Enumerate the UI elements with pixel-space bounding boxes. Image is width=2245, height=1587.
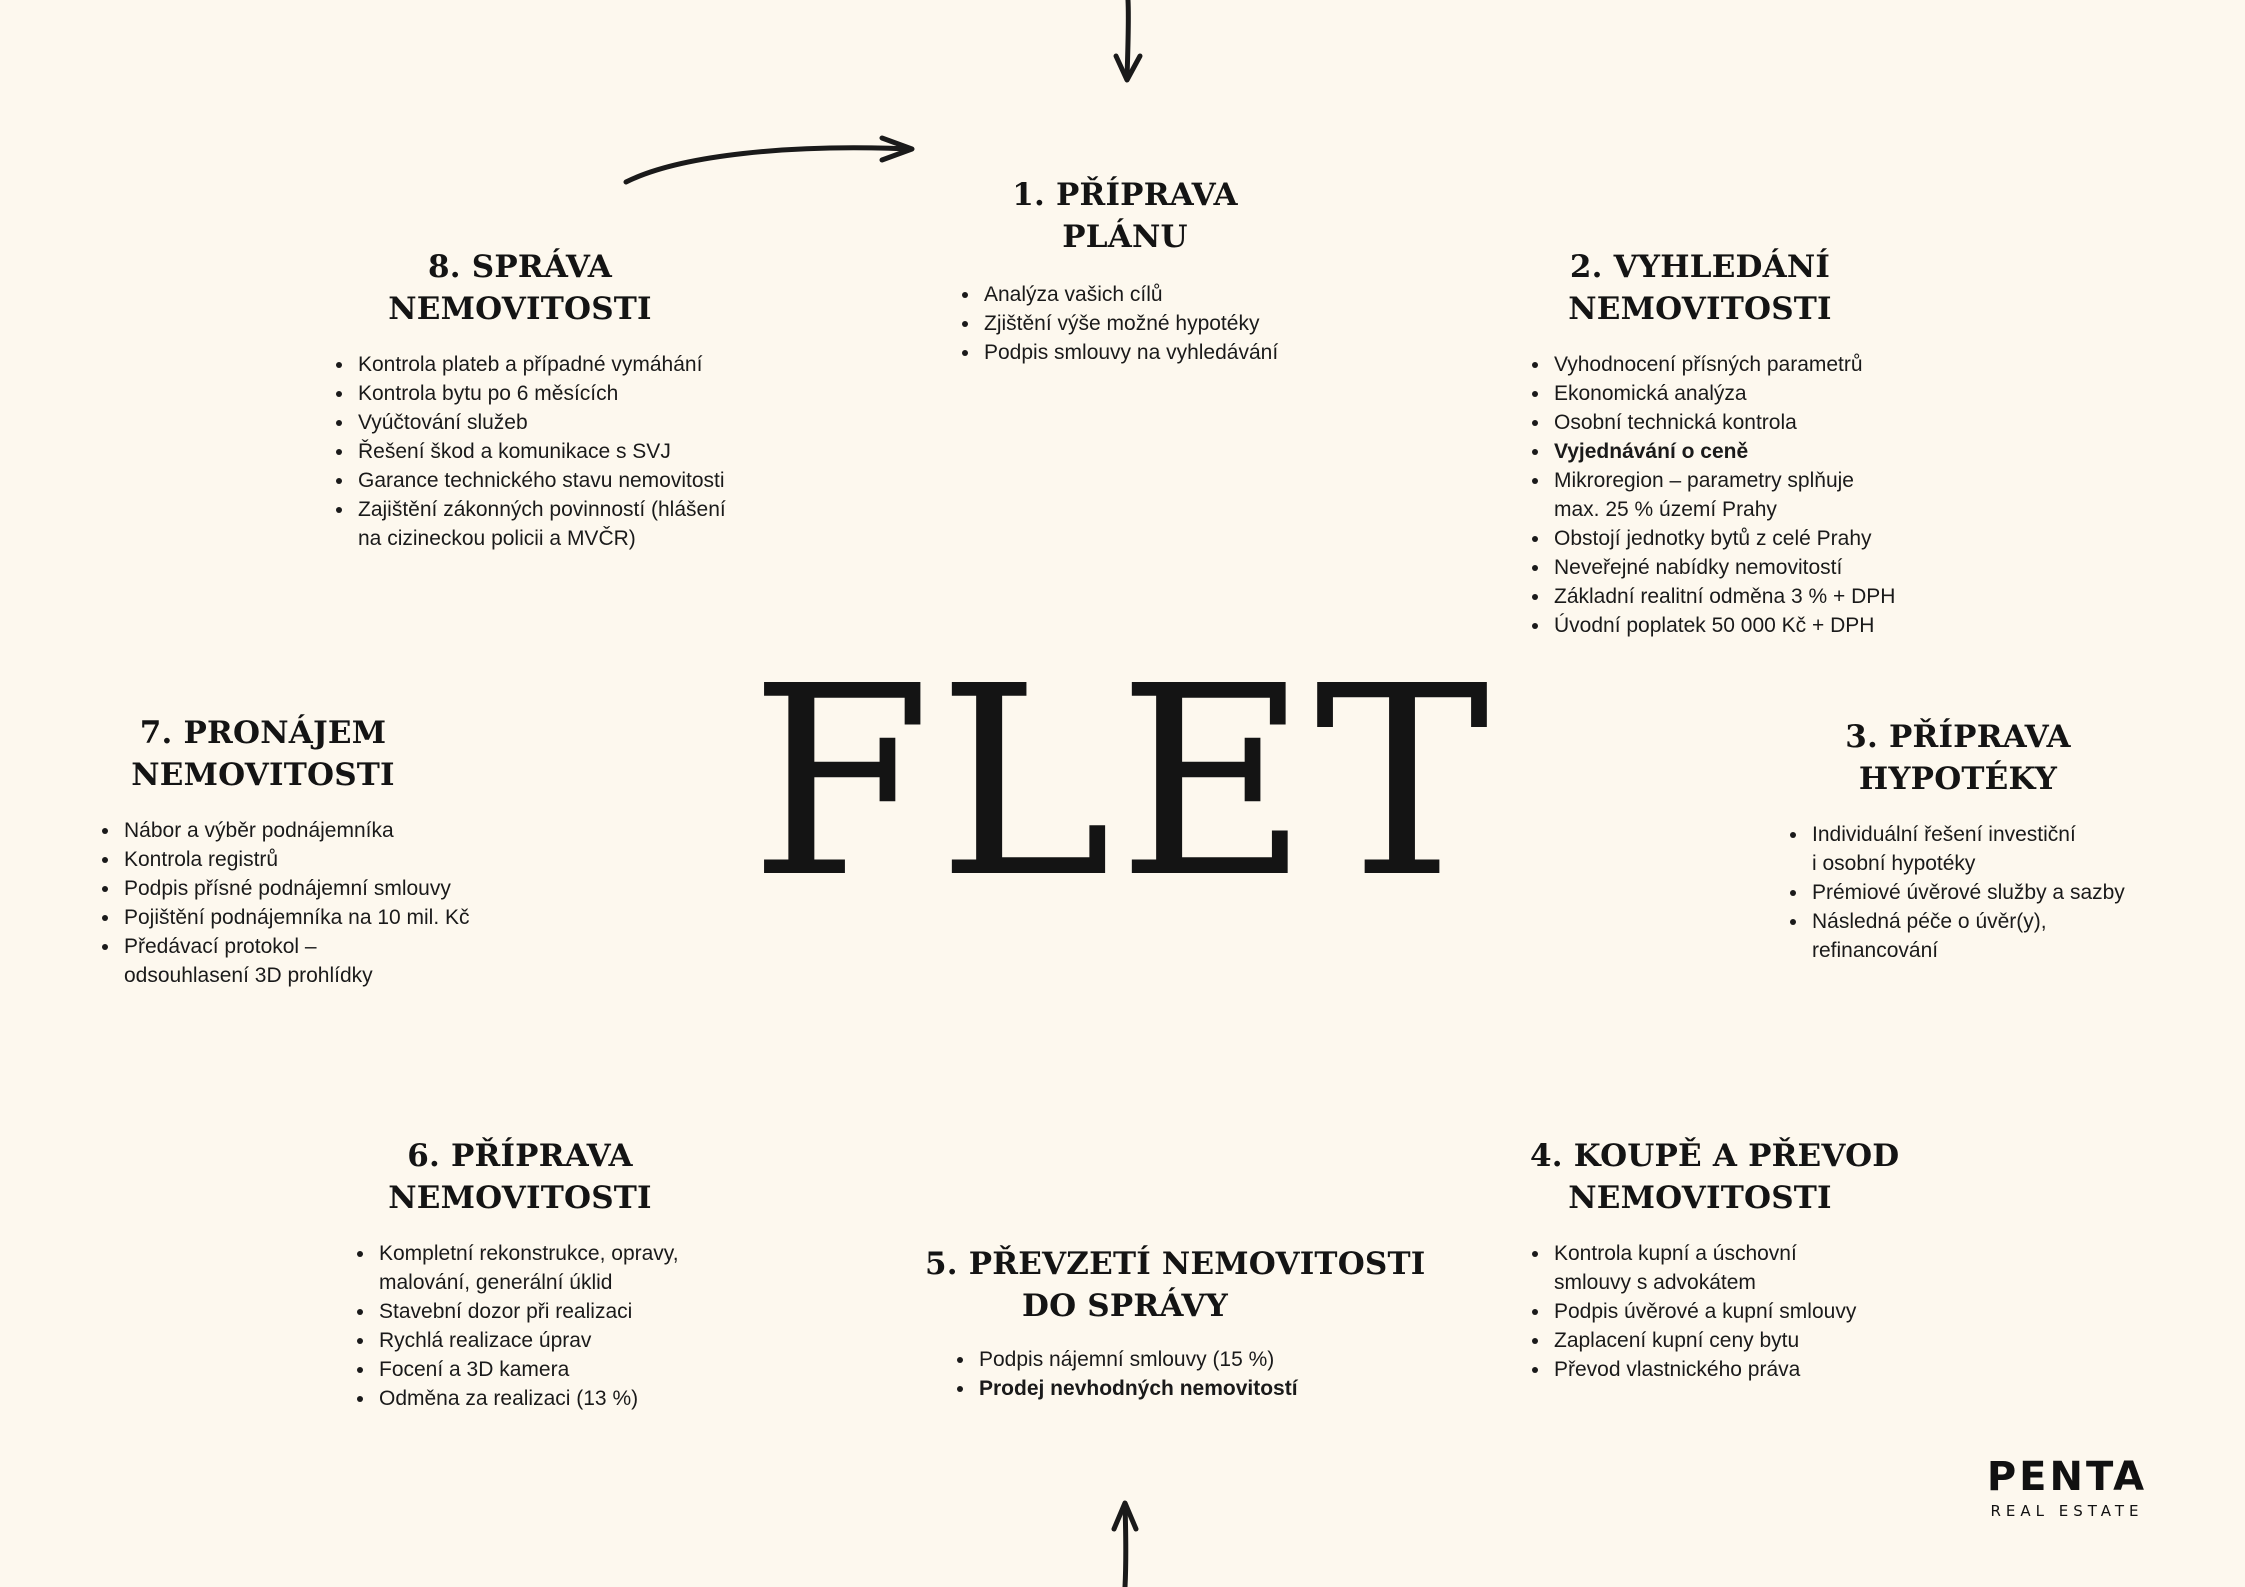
list-item: odsouhlasení 3D prohlídky [124,964,373,987]
list-item: Obstojí jednotky bytů z celé Prahy [1530,524,1895,553]
list-item: Focení a 3D kamera [355,1355,690,1384]
logo-subtitle: REAL ESTATE [1990,1502,2144,1520]
list-item: Zaplacení kupní ceny bytu [1530,1326,1870,1355]
penta-logo: PENTA REAL ESTATE [1967,1457,2167,1521]
list-item: Pojištění podnájemníka na 10 mil. Kč [100,903,470,932]
step-2-property-search: 2. VYHLEDÁNÍ NEMOVITOSTI Vyhodnocení pří… [1530,246,1895,640]
list-item: Převod vlastnického práva [1530,1355,1870,1384]
step-2-title: 2. VYHLEDÁNÍ NEMOVITOSTI [1568,249,1832,327]
list-item: Odměna za realizaci (13 %) [355,1384,690,1413]
list-item: Ekonomická analýza [1530,379,1895,408]
list-item: Neveřejné nabídky nemovitostí [1530,553,1895,582]
list-item: Předávací protokol – [100,932,470,961]
list-item: Vyjednávání o ceně [1530,437,1895,466]
list-item: Kontrola kupní a úschovní [1530,1239,1870,1268]
list-item: refinancování [1812,939,1939,962]
list-item: Podpis nájemní smlouvy (15 %) [955,1345,1325,1374]
list-item: Prémiové úvěrové služby a sazby [1788,878,2128,907]
step-1-list: Analýza vašich cílů Zjištění výše možné … [960,280,1295,367]
logo-wordmark: PENTA [1986,1454,2148,1500]
step-3-title: 3. PŘÍPRAVA HYPOTÉKY [1845,719,2071,797]
step-8-property-management: 8. SPRÁVA NEMOVITOSTI Kontrola plateb a … [335,246,726,553]
step-6-list: Kompletní rekonstrukce, opravy, malování… [355,1239,690,1413]
list-item: Podpis přísné podnájemní smlouvy [100,874,470,903]
list-item: i osobní hypotéky [1812,852,1976,875]
list-item: smlouvy s advokátem [1554,1271,1756,1294]
list-item: Podpis úvěrové a kupní smlouvy [1530,1297,1870,1326]
list-item: Zajištění zákonných povinností (hlášení [334,495,726,524]
step-5-title: 5. PŘEVZETÍ NEMOVITOSTI DO SPRÁVY [925,1246,1426,1324]
arrow-top-down-icon [1113,0,1143,83]
step-3-mortgage-preparation: 3. PŘÍPRAVA HYPOTÉKY Individuální řešení… [1788,716,2128,965]
step-5-list: Podpis nájemní smlouvy (15 %) Prodej nev… [955,1345,1325,1403]
list-item: Zjištění výše možné hypotéky [960,309,1295,338]
step-1-title: 1. PŘÍPRAVA PLÁNU [1012,177,1238,255]
list-item: na cizineckou policii a MVČR) [358,527,636,550]
step-1-plan-preparation: 1. PŘÍPRAVA PLÁNU Analýza vašich cílů Zj… [955,174,1295,367]
step-4-purchase-transfer: 4. KOUPĚ A PŘEVOD NEMOVITOSTI Kontrola k… [1530,1135,1900,1384]
list-item: Kompletní rekonstrukce, opravy, [355,1239,690,1268]
list-item: Stavební dozor při realizaci [355,1297,690,1326]
list-item: Podpis smlouvy na vyhledávání [960,338,1295,367]
list-item: Kontrola plateb a případné vymáhání [334,350,726,379]
list-item: malování, generální úklid [379,1271,613,1294]
list-item: Prodej nevhodných nemovitostí [955,1374,1325,1403]
list-item: Garance technického stavu nemovitosti [334,466,726,495]
arrow-curved-right-icon [623,135,915,185]
list-item: Kontrola registrů [100,845,470,874]
step-7-rental: 7. PRONÁJEM NEMOVITOSTI Nábor a výběr po… [93,712,470,990]
list-item: Kontrola bytu po 6 měsících [334,379,726,408]
arrow-bottom-up-icon [1111,1500,1139,1587]
step-6-title: 6. PŘÍPRAVA NEMOVITOSTI [388,1138,652,1216]
step-2-list: Vyhodnocení přísných parametrů Ekonomick… [1530,350,1895,640]
list-item: Mikroregion – parametry splňuje [1530,466,1895,495]
step-4-title: 4. KOUPĚ A PŘEVOD NEMOVITOSTI [1530,1138,1900,1216]
list-item: Řešení škod a komunikace s SVJ [334,437,726,466]
step-5-takeover-management: 5. PŘEVZETÍ NEMOVITOSTI DO SPRÁVY Podpis… [925,1243,1426,1403]
list-item: Úvodní poplatek 50 000 Kč + DPH [1530,611,1895,640]
center-brand-word: FLET [749,630,1496,935]
list-item: Osobní technická kontrola [1530,408,1895,437]
list-item: Rychlá realizace úprav [355,1326,690,1355]
list-item: Vyúčtování služeb [334,408,726,437]
list-item: Analýza vašich cílů [960,280,1295,309]
step-7-list: Nábor a výběr podnájemníka Kontrola regi… [100,816,470,990]
list-item: max. 25 % území Prahy [1554,498,1777,521]
list-item: Vyhodnocení přísných parametrů [1530,350,1895,379]
list-item: Individuální řešení investiční [1788,820,2128,849]
step-8-title: 8. SPRÁVA NEMOVITOSTI [388,249,652,327]
list-item: Základní realitní odměna 3 % + DPH [1530,582,1895,611]
step-7-title: 7. PRONÁJEM NEMOVITOSTI [131,715,395,793]
step-8-list: Kontrola plateb a případné vymáhání Kont… [334,350,726,553]
list-item: Následná péče o úvěr(y), [1788,907,2128,936]
step-4-list: Kontrola kupní a úschovní smlouvy s advo… [1530,1239,1870,1384]
list-item: Nábor a výběr podnájemníka [100,816,470,845]
step-6-property-preparation: 6. PŘÍPRAVA NEMOVITOSTI Kompletní rekons… [350,1135,690,1413]
step-3-list: Individuální řešení investiční i osobní … [1788,820,2128,965]
